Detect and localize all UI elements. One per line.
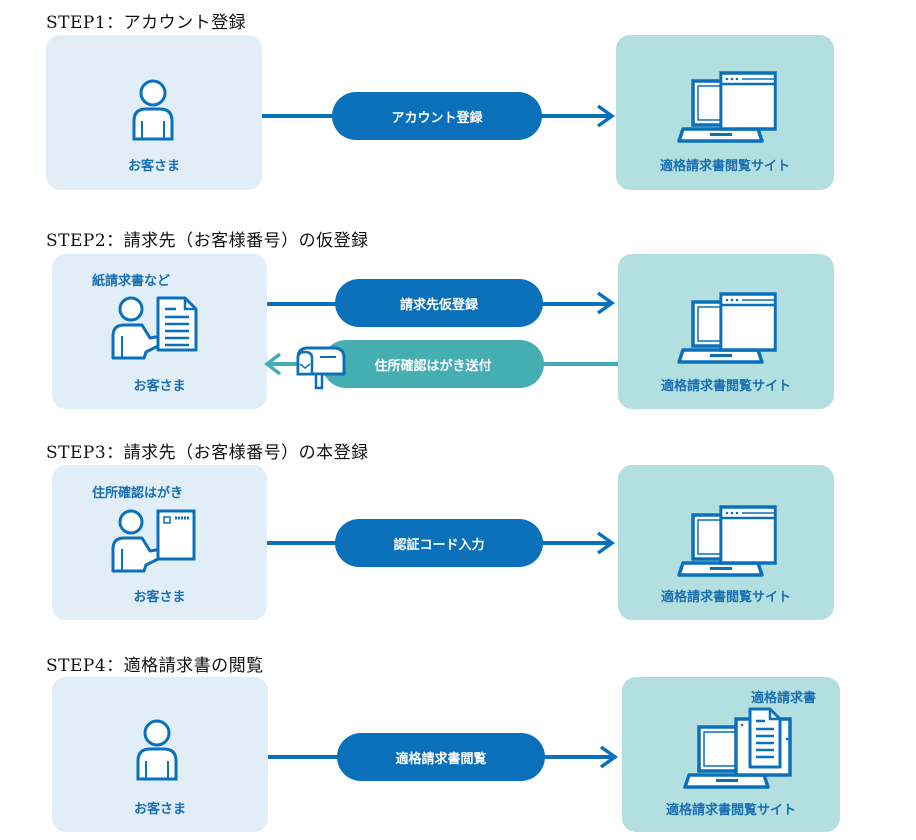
arrow-left-icon — [264, 352, 300, 376]
step2-flow1-pill: 請求先仮登録 — [335, 279, 543, 327]
step1-title: STEP1：アカウント登録 — [46, 13, 247, 33]
laptop-browser-icon — [677, 71, 777, 143]
step4-flow-pill: 適格請求書閲覧 — [337, 733, 545, 781]
step2-title: STEP2：請求先（お客様番号）の仮登録 — [46, 231, 369, 251]
step1-flow-pill: アカウント登録 — [332, 92, 542, 140]
step1-customer-label: お客さま — [127, 159, 180, 174]
step3-site-box: 適格請求書閲覧サイト — [618, 465, 834, 620]
person-icon — [132, 79, 174, 141]
step4-customer-box: お客さま — [52, 677, 268, 832]
step4-title: STEP4：適格請求書の閲覧 — [46, 656, 264, 676]
step3-customer-item-label: 住所確認はがき — [92, 486, 184, 501]
step4-site-item-label: 適格請求書 — [750, 691, 816, 706]
step2-customer-item-label: 紙請求書など — [92, 274, 171, 289]
laptop-browser-icon — [677, 292, 777, 364]
step1-customer-box: お客さま — [46, 35, 262, 190]
arrow-right-icon — [596, 104, 616, 128]
step4-flow-line-left — [268, 755, 348, 759]
step4-flow-line-right — [543, 755, 613, 759]
arrow-right-icon — [599, 745, 619, 769]
person-with-document-icon — [111, 296, 198, 360]
step3-flow-line-right — [540, 541, 610, 545]
step2-site-box: 適格請求書閲覧サイト — [618, 254, 834, 409]
laptop-browser-invoice-icon — [683, 707, 792, 789]
step3-flow-pill: 認証コード入力 — [335, 519, 543, 567]
step4-site-box: 適格請求書 適格請求書閲覧サイト — [622, 677, 840, 832]
step2-flow2-pill: 住所確認はがき送付 — [322, 340, 544, 388]
step3-customer-label: お客さま — [133, 590, 186, 605]
step2-site-label: 適格請求書閲覧サイト — [660, 379, 791, 394]
step2-flow1-line-left — [267, 302, 347, 306]
step1-flow-line-left — [262, 114, 342, 118]
step2-flow1-line-right — [540, 302, 610, 306]
step3-title: STEP3：請求先（お客様番号）の本登録 — [46, 443, 369, 463]
person-with-postcard-icon — [111, 509, 196, 573]
step4-site-label: 適格請求書閲覧サイト — [665, 803, 796, 818]
step3-site-label: 適格請求書閲覧サイト — [660, 590, 791, 605]
step2-customer-label: お客さま — [133, 379, 186, 394]
step1-flow-line-right — [540, 114, 610, 118]
step1-site-box: 適格請求書閲覧サイト — [616, 35, 834, 190]
step3-flow-line-left — [267, 541, 347, 545]
step2-flow2-line-right — [540, 362, 618, 366]
step1-site-label: 適格請求書閲覧サイト — [659, 159, 790, 174]
mailbox-icon — [296, 346, 346, 390]
arrow-right-icon — [596, 291, 616, 315]
arrow-right-icon — [596, 531, 616, 555]
laptop-browser-icon — [677, 505, 777, 577]
step4-customer-label: お客さま — [133, 802, 186, 817]
person-icon — [136, 719, 178, 781]
step2-customer-box: 紙請求書など お客さま — [52, 254, 267, 409]
step3-customer-box: 住所確認はがき お客さま — [52, 465, 267, 620]
